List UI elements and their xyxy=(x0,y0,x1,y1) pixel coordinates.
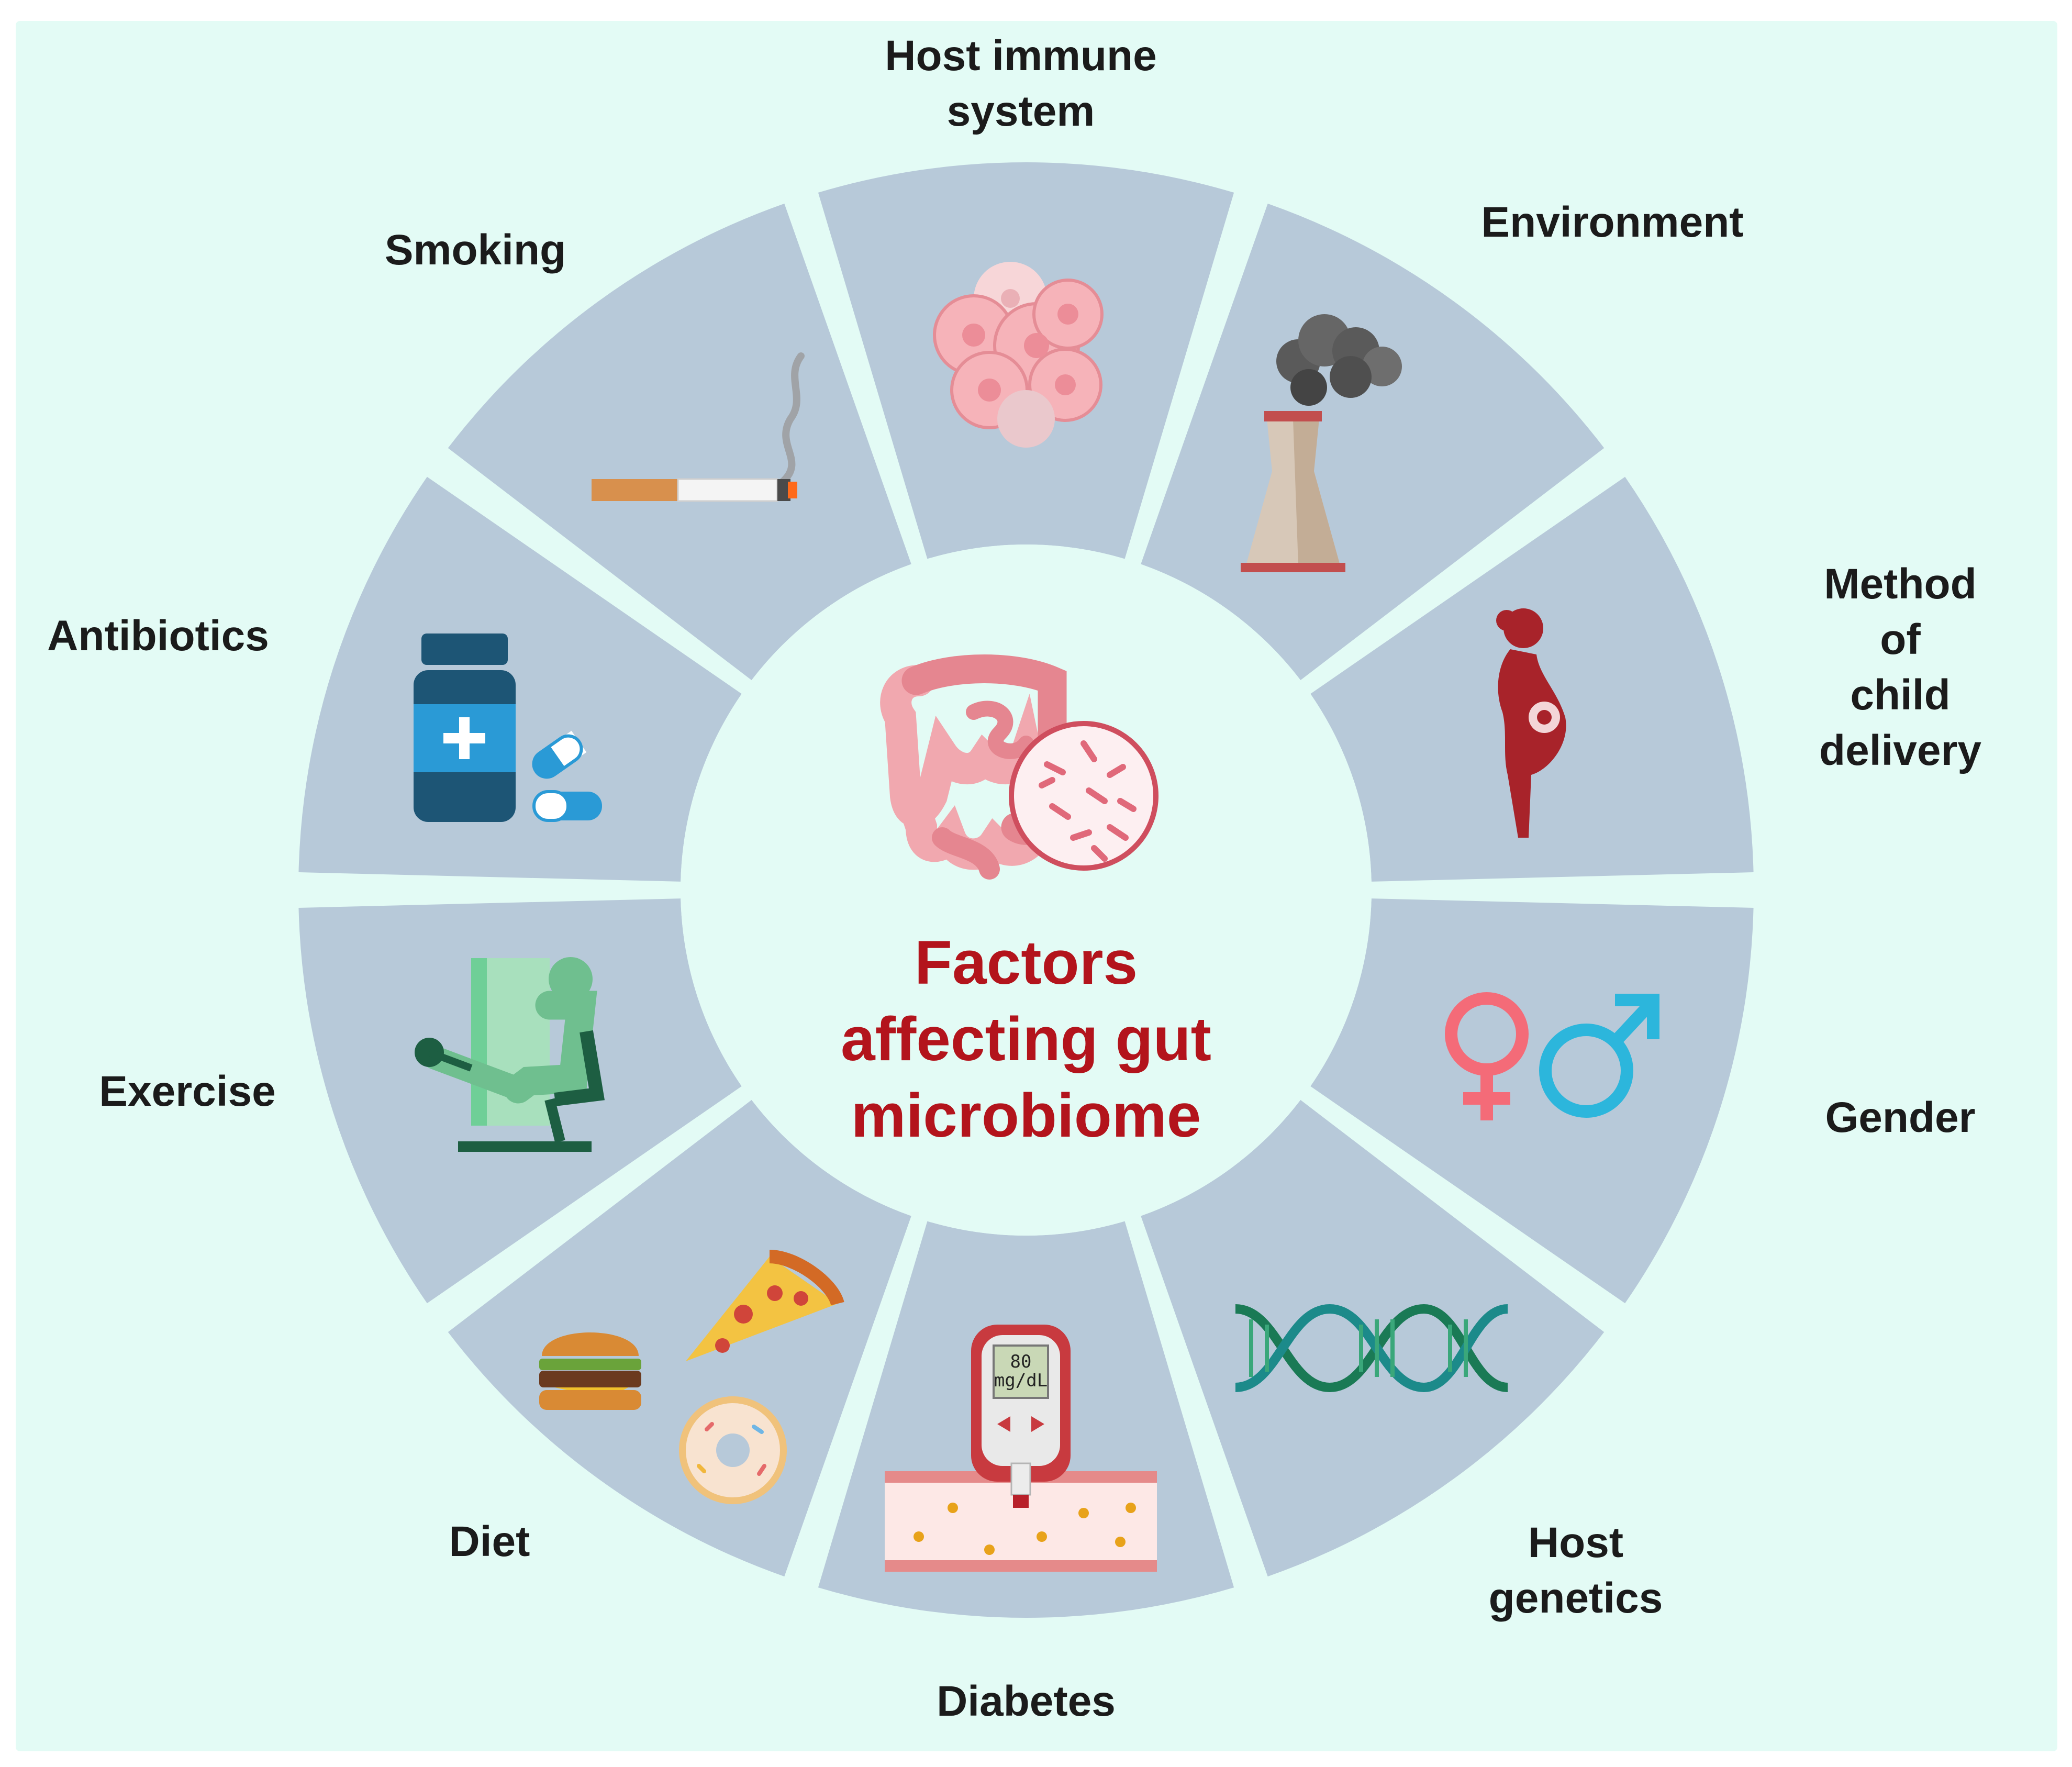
junk-food-icon xyxy=(539,1250,844,1504)
dna-helix-icon xyxy=(1235,1304,1508,1393)
segment-junk-food xyxy=(448,1099,911,1577)
gender-symbols-icon xyxy=(1445,992,1659,1120)
factor-label-cigarette: Smoking xyxy=(384,226,566,274)
immune-cells-icon xyxy=(933,262,1104,448)
segment-cigarette xyxy=(448,203,911,681)
pill-bottle-icon xyxy=(414,634,602,822)
glucose-unit: mg/dL xyxy=(994,1370,1048,1391)
pregnant-woman-icon xyxy=(1496,608,1566,838)
factor-label-factory-smoke: Environment xyxy=(1481,198,1744,246)
factor-label-junk-food: Diet xyxy=(449,1518,530,1565)
factor-label-dna-helix: Host genetics xyxy=(1488,1519,1663,1622)
segment-pill-bottle xyxy=(298,476,742,882)
factor-label-pregnant-woman: Method of child delivery xyxy=(1819,560,1981,774)
exercise-machine-icon xyxy=(415,957,605,1152)
factor-label-exercise-machine: Exercise xyxy=(99,1068,276,1115)
glucose-value: 80 xyxy=(1010,1351,1032,1372)
diagram-title: Factors affecting gut microbiome xyxy=(841,928,1211,1150)
factory-smoke-icon xyxy=(1241,314,1402,572)
cigarette-icon xyxy=(592,352,805,502)
glucose-meter-icon xyxy=(885,1325,1157,1572)
factor-label-gender-symbols: Gender xyxy=(1825,1094,1976,1141)
factor-label-immune-cells: Host immune system xyxy=(885,32,1157,135)
factor-label-glucose-meter: Diabetes xyxy=(937,1677,1116,1725)
factor-label-pill-bottle: Antibiotics xyxy=(47,612,269,660)
center-circle xyxy=(681,544,1372,1236)
gut-microbiome-icon xyxy=(880,654,1158,880)
